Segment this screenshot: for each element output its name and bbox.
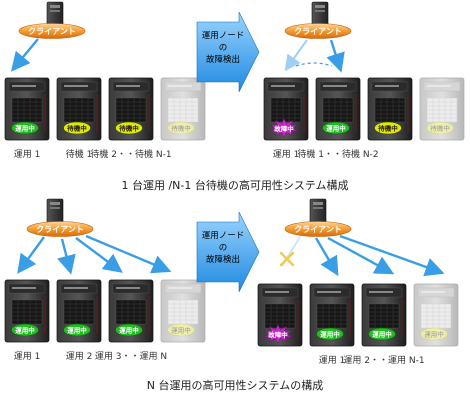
client-pill: クライアント [18, 23, 86, 39]
arrow-client-to-node1b [314, 237, 339, 277]
status-label: 運用中 [320, 330, 340, 339]
status-badge [420, 327, 448, 341]
arrow-client-to-node3 [75, 237, 123, 273]
server-label: 待機 1 [66, 148, 93, 160]
cut-x-icon [279, 251, 295, 267]
failure-burst-icon [263, 324, 293, 344]
status-label-faded: 運用中 [171, 326, 191, 335]
arrow-client-to-node1 [17, 236, 45, 274]
arrow-client-to-active [10, 38, 39, 72]
server-運用1: 故障中 [263, 77, 309, 141]
failure-detect-label-1: の [219, 43, 228, 53]
status-label: 運用中 [15, 124, 35, 133]
server-運用1: 運用中 [4, 77, 50, 141]
server-node0: 故障中 [257, 283, 303, 347]
server-label: 運用 1 [319, 355, 346, 366]
status-failure-label: 故障中 [274, 124, 294, 133]
server-運用1: 運用中 [309, 283, 355, 347]
failure-detect-label-2: 故障検出 [206, 254, 240, 265]
status-label: 運用中 [326, 124, 346, 133]
status-badge [167, 323, 195, 337]
server-node3: 運用中 [413, 283, 459, 347]
status-badge [374, 121, 402, 135]
client-pill: クライアント [284, 23, 352, 39]
arrow-client-to-node2 [57, 238, 76, 275]
server-待機1: 待機中 [56, 77, 102, 141]
server-待機1・・待機N-2: 運用中 [315, 77, 361, 141]
server-待機2・・待機N-1: 待機中 [108, 77, 154, 141]
status-label: 待機中 [378, 124, 398, 133]
server-label: 運用 1 [273, 149, 300, 160]
server-label: 運用 2 [66, 351, 93, 362]
status-badge [11, 121, 39, 135]
status-badge [368, 327, 396, 341]
diagram2-caption: N 台運用の高可用性システムの構成 [146, 379, 324, 392]
server-label: 運用 2・・運用 N-1 [343, 355, 424, 366]
arrow-client-to-node4 [85, 234, 172, 274]
client-pill: クライアント [26, 221, 94, 237]
status-label: 運用中 [15, 326, 35, 335]
status-failure-label: 故障中 [268, 330, 288, 339]
status-label: 運用中 [372, 330, 392, 339]
server-label: 待機 2・・待機 N-1 [90, 148, 171, 160]
server-node3: 運用中 [160, 279, 206, 343]
arrow-client-to-node3b [339, 234, 445, 277]
client-label: クライアント [36, 224, 84, 234]
failure-detect-label-0: 運用ノード [202, 231, 245, 241]
failure-detect-label-1: の [219, 243, 228, 253]
client-label: クライアント [294, 26, 342, 36]
status-label: 運用中 [67, 326, 87, 335]
failure-detect-label-0: 運用ノード [202, 31, 245, 41]
server-node3: 待機中 [419, 77, 465, 141]
server-label: 運用 3・・運用 N [95, 351, 167, 362]
status-badge [63, 121, 91, 135]
client-label: クライアント [294, 224, 342, 234]
arrow-client-to-standby [326, 39, 345, 73]
failure-detect-label-2: 故障検出 [206, 54, 240, 65]
server-node2: 待機中 [367, 77, 413, 141]
server-運用3・・運用N: 運用中 [108, 279, 154, 343]
arrow-client-to-node2b [327, 236, 395, 275]
server-運用2: 運用中 [56, 279, 102, 343]
failure-burst-icon [269, 118, 299, 138]
status-label-faded: 運用中 [424, 330, 444, 339]
server-label: 運用 1 [14, 351, 41, 362]
server-運用1: 運用中 [4, 279, 50, 343]
status-badge [167, 121, 195, 135]
server-node3: 待機中 [160, 77, 206, 141]
status-badge [63, 323, 91, 337]
takeover-dashed-link [295, 62, 333, 67]
server-label: 運用 1 [14, 149, 41, 160]
status-badge [115, 323, 143, 337]
server-運用2・・運用N-1: 運用中 [361, 283, 407, 347]
status-badge [316, 327, 344, 341]
status-label-faded: 待機中 [430, 124, 450, 133]
diagram1-caption: 1 台運用 /N-1 台待機の高可用性システム構成 [121, 179, 349, 192]
status-label: 待機中 [67, 124, 87, 133]
status-label-faded: 待機中 [171, 124, 191, 133]
status-label: 運用中 [119, 326, 139, 335]
status-badge [322, 121, 350, 135]
server-label: 待機 1・・待機 N-2 [297, 148, 378, 160]
status-badge [11, 323, 39, 337]
status-badge [426, 121, 454, 135]
status-badge [115, 121, 143, 135]
arrow-client-to-failed [284, 39, 308, 72]
status-label: 待機中 [119, 124, 139, 133]
client-pill: クライアント [284, 221, 352, 237]
client-label: クライアント [28, 26, 76, 36]
